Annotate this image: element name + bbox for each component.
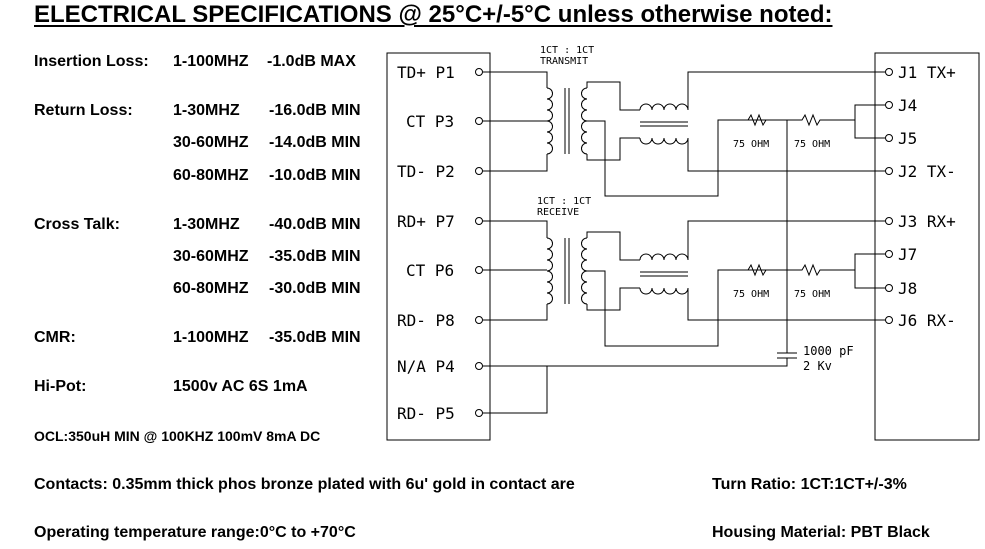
transmit-label: TRANSMIT [540,56,588,67]
cross-talk-range: 1-30MHZ [173,216,240,233]
pin-label: N/A P4 [397,357,455,376]
cross-talk-value: -30.0dB MIN [269,280,361,297]
cmr-range: 1-100MHZ [173,329,249,346]
page-title: ELECTRICAL SPECIFICATIONS @ 25°C+/-5°C u… [34,1,833,28]
ocl-spec: OCL:350uH MIN @ 100KHZ 100mV 8mA DC [34,428,321,444]
resistor-label: 75 OHM [794,289,830,300]
hipot-value: 1500v AC 6S 1mA [173,378,308,395]
cross-talk-range: 30-60MHZ [173,248,249,265]
cross-talk-value: -40.0dB MIN [269,216,361,233]
receive-label: RECEIVE [537,207,579,218]
resistor-label: 75 OHM [794,139,830,150]
pin-label: CT P6 [406,261,454,280]
return-loss-value: -16.0dB MIN [269,102,361,119]
housing-material-spec: Housing Material: PBT Black [712,524,930,541]
turn-ratio-spec: Turn Ratio: 1CT:1CT+/-3% [712,476,907,493]
resistor-label: 75 OHM [733,289,769,300]
pin-label: TD- P2 [397,162,455,181]
left-connector-box [386,52,491,441]
insertion-loss-range: 1-100MHZ [173,53,249,70]
pin-label: TD+ P1 [397,63,455,82]
jack-label: J8 [898,279,917,298]
insertion-loss-value: -1.0dB MAX [267,53,356,70]
return-loss-range: 1-30MHZ [173,102,240,119]
pin-label: RD- P8 [397,311,455,330]
operating-temp-spec: Operating temperature range:0°C to +70°C [34,524,356,541]
return-loss-label: Return Loss: [34,102,133,119]
cmr-label: CMR: [34,329,76,346]
pin-label: RD- P5 [397,404,455,423]
receive-ratio-label: 1CT : 1CT [537,196,591,207]
jack-label: J2 TX- [898,162,956,181]
return-loss-range: 60-80MHZ [173,167,249,184]
jack-label: J3 RX+ [898,212,956,231]
cmr-value: -35.0dB MIN [269,329,361,346]
contacts-spec: Contacts: 0.35mm thick phos bronze plate… [34,476,575,493]
cross-talk-value: -35.0dB MIN [269,248,361,265]
pin-label: RD+ P7 [397,212,455,231]
hipot-label: Hi-Pot: [34,378,87,395]
return-loss-range: 30-60MHZ [173,134,249,151]
capacitor-value-label: 1000 pF [803,344,854,358]
jack-label: J4 [898,96,917,115]
cross-talk-label: Cross Talk: [34,216,120,233]
capacitor-voltage-label: 2 Kv [803,359,832,373]
pin-label: CT P3 [406,112,454,131]
right-connector-box [874,52,980,441]
return-loss-value: -10.0dB MIN [269,167,361,184]
jack-label: J1 TX+ [898,63,956,82]
transmit-ratio-label: 1CT : 1CT [540,45,594,56]
insertion-loss-label: Insertion Loss: [34,53,149,70]
cross-talk-range: 60-80MHZ [173,280,249,297]
jack-label: J5 [898,129,917,148]
jack-label: J6 RX- [898,311,956,330]
resistor-label: 75 OHM [733,139,769,150]
jack-label: J7 [898,245,917,264]
return-loss-value: -14.0dB MIN [269,134,361,151]
